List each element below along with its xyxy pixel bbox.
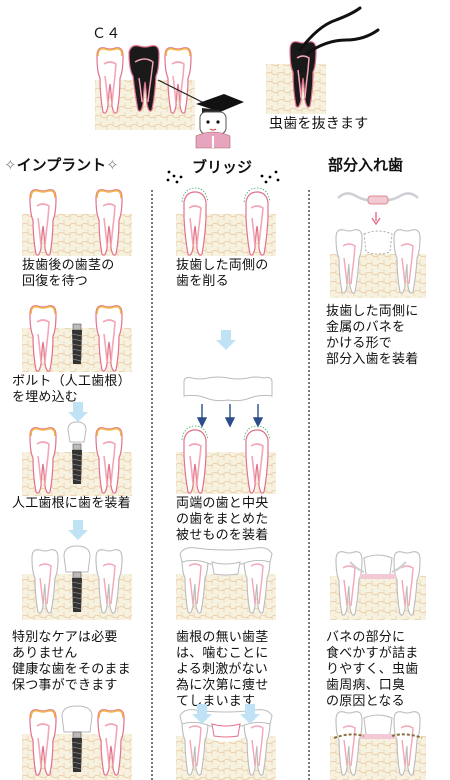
dust-icon [260,170,280,184]
partial-step1-illustration [330,228,426,298]
implant-final-illustration [22,705,132,780]
implant-heading-wrap: ✧インプラント✧ [4,154,119,175]
down-arrow-icon [371,212,381,226]
implant-step1-text: 抜歯後の歯茎の 回復を待つ [22,258,115,289]
stage-label: Ｃ４ [92,26,121,42]
dentist-mascot-icon [157,79,244,149]
implant-step4-text: 特別なケアは必要 ありません 健康な歯をそのまま 保つ事ができます [12,630,131,693]
implant-step2-text: ボルト（人工歯根） を埋め込む [12,374,131,405]
bridge-heading: ブリッジ [192,158,253,176]
column-divider [308,190,310,780]
sparkle-icon: ✧ [106,156,119,174]
partial-final-illustration [330,710,426,780]
bridge-down-arrows [196,404,264,428]
bridge-step1-text: 抜歯した両側の 歯を削る [176,258,269,289]
implant-step4-illustration [22,545,132,620]
implant-step2-illustration [22,304,132,372]
column-divider [151,190,153,780]
extraction-illustration [266,6,380,114]
bridge-final-illustration [176,704,276,780]
bridge-cap-illustration [183,376,273,402]
bridge-step3-text: 歯根の無い歯茎 は、噛むことに よる刺激がない 為に次第に痩せ てしまいます [176,630,269,709]
decayed-tooth-illustration [95,45,195,130]
bridge-step2-illustration [176,425,276,494]
partial-denture-illustration [337,192,419,205]
dust-icon [166,170,183,184]
down-arrow-icon [68,520,88,540]
partial-step2-text: バネの部分に 食べかすが詰ま りやすく、虫歯 歯周病、口臭 の原因となる [326,630,419,709]
extract-caption: 虫歯を抜きます [269,116,369,132]
forceps-icon [298,6,380,56]
down-arrow-icon [216,330,236,350]
implant-heading: インプラント [16,156,107,174]
sparkle-icon: ✧ [4,156,17,174]
bridge-step1-illustration [176,187,276,256]
implant-step1-illustration [22,188,132,256]
partial-step1-text: 抜歯した両側に 金属のバネを かける形で 部分入歯を装着 [326,304,419,367]
bridge-step3-illustration [176,547,276,620]
partial-step2-illustration [330,550,426,620]
bridge-step2-text: 両端の歯と中央 の歯をまとめた 被せものを装着 [176,496,269,543]
implant-step3-illustration [22,421,132,496]
partial-heading: 部分入れ歯 [328,156,404,174]
implant-step3-text: 人工歯根に歯を装着 [12,496,131,511]
